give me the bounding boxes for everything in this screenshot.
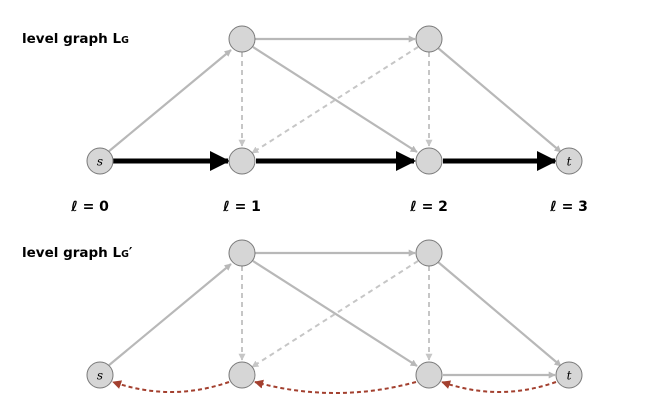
edge-s-to-a: [107, 263, 232, 367]
node-s-label: s: [97, 155, 103, 169]
node-d: [415, 239, 443, 267]
edge-a-to-e: [252, 46, 418, 153]
dashed-edge-d-to-b: [251, 46, 419, 154]
edge-s-to-a: [107, 49, 232, 153]
node-t-label: t: [567, 155, 572, 169]
node-a: [228, 25, 256, 53]
node-s-label: s: [97, 369, 103, 383]
dashed-edge-d-to-b: [251, 260, 419, 368]
level-label-3: ℓ = 3: [550, 199, 588, 215]
edge-d-to-t: [437, 261, 562, 367]
node-s: [86, 361, 114, 389]
top-title-main: level graph L: [22, 31, 122, 47]
bottom-title-main: level graph L: [22, 245, 122, 261]
top-graph-title: level graph LG: [22, 31, 129, 47]
node-b: [228, 147, 256, 175]
top-title-subscript: G: [121, 35, 129, 46]
node-t: [555, 361, 583, 389]
node-t-label: t: [567, 369, 572, 383]
node-s: [86, 147, 114, 175]
node-t: [555, 147, 583, 175]
reverse-edge-t-to-e: [441, 380, 557, 393]
top-graph: s t: [86, 25, 583, 175]
node-d: [415, 25, 443, 53]
edge-a-to-e: [252, 260, 418, 367]
bottom-graph-title: level graph LG′: [22, 245, 132, 261]
node-a: [228, 239, 256, 267]
node-e: [415, 361, 443, 389]
bottom-title-subscript: G: [121, 249, 129, 260]
level-label-1: ℓ = 1: [223, 199, 261, 215]
level-label-0: ℓ = 0: [71, 199, 109, 215]
bottom-title-prime: ′: [128, 245, 133, 261]
edge-d-to-t: [437, 47, 562, 153]
reverse-edge-b-to-s: [112, 380, 230, 393]
node-b: [228, 361, 256, 389]
reverse-edge-e-to-b: [254, 379, 417, 394]
node-e: [415, 147, 443, 175]
bottom-graph: s t: [86, 239, 583, 394]
level-label-2: ℓ = 2: [410, 199, 448, 215]
